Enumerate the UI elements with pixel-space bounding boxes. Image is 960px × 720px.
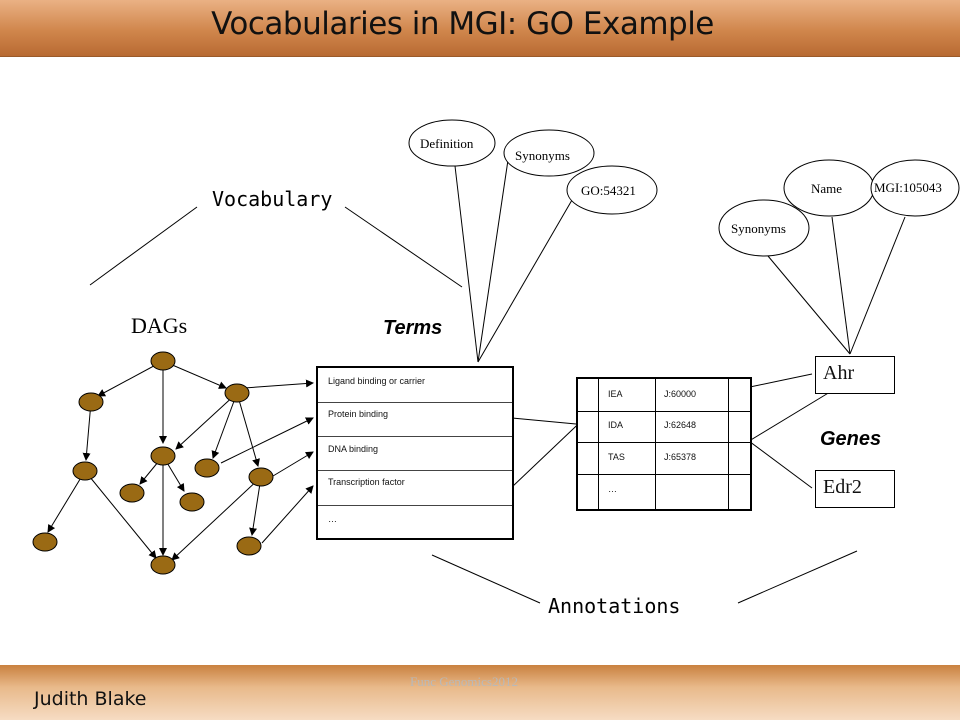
annotations-right-line [737, 550, 858, 604]
annotations-table: IEA J:60000 IDA J:62648 TAS J:65378 … [576, 377, 752, 511]
dag-node [248, 467, 274, 487]
dag-node [236, 536, 262, 556]
title-bar [0, 0, 960, 57]
attribute-bubbles [408, 119, 960, 257]
dag-node [194, 458, 220, 478]
dag-node [32, 532, 58, 552]
gene-box-edr2: Edr2 [815, 470, 895, 508]
annotations-label: Annotations [548, 594, 681, 618]
gene-label: Edr2 [823, 476, 862, 498]
term-row: Ligand binding or carrier [318, 368, 512, 403]
term-text: DNA binding [328, 444, 379, 454]
dag-node [72, 461, 98, 481]
gene-synonyms-bubble [718, 199, 810, 257]
ann-col-right [728, 379, 729, 509]
definition-bubble [408, 119, 496, 167]
term-synonyms-label: Synonyms [515, 148, 570, 163]
term-synonyms-bubble [503, 129, 595, 177]
genes-label: Genes [820, 428, 882, 450]
dag-nodes [32, 351, 274, 575]
ann-row-divider [578, 411, 750, 412]
ann-row-divider [578, 442, 750, 443]
go-id-label: GO:54321 [581, 183, 636, 198]
term-row: Protein binding [318, 403, 512, 437]
page-title: Vocabularies in MGI: GO Example [211, 6, 714, 42]
synonyms-line [477, 159, 509, 363]
evidence-code: IDA [608, 420, 624, 430]
vocabulary-left-line [89, 206, 198, 286]
reference-id: J:62648 [664, 420, 697, 430]
ann-col-mid [655, 379, 656, 509]
go-id-bubble [566, 165, 658, 215]
gene-synonyms-line [767, 255, 851, 355]
ann-col-left [578, 379, 599, 509]
dag-node [179, 492, 205, 512]
dags-label: DAGs [131, 313, 188, 338]
gene-mgi-bubble [870, 159, 960, 217]
dag-node [150, 351, 176, 371]
gene-box-ahr: Ahr [815, 356, 895, 394]
dag-node [150, 446, 176, 466]
terms-table: Ligand binding or carrier Protein bindin… [316, 366, 514, 540]
gene-mgi-label: MGI:105043 [874, 180, 942, 195]
evidence-code: TAS [608, 452, 625, 462]
annotations-left-line [431, 554, 541, 604]
term-text: Protein binding [328, 409, 389, 419]
gene-mgi-line [849, 216, 906, 355]
term-row: … [318, 506, 512, 536]
gene-name-label: Name [811, 181, 843, 196]
vocabulary-right-line [344, 206, 463, 288]
dag-node [150, 555, 176, 575]
evidence-code: … [608, 484, 617, 494]
author-name: Judith Blake [34, 688, 147, 710]
ann-row-divider [578, 474, 750, 475]
gene-name-line [831, 216, 851, 355]
evidence-code: IEA [608, 389, 623, 399]
gene-synonyms-label: Synonyms [731, 221, 786, 236]
term-row: Transcription factor [318, 471, 512, 506]
term-text: … [328, 514, 337, 524]
dag-node [224, 383, 250, 403]
protein-to-ida-line [511, 417, 577, 425]
term-text: Transcription factor [328, 477, 405, 487]
gene-label: Ahr [823, 362, 855, 384]
reference-id: J:60000 [664, 389, 697, 399]
term-row: DNA binding [318, 437, 512, 471]
dag-node [119, 483, 145, 503]
footer-bar [0, 665, 960, 720]
reference-id: J:65378 [664, 452, 697, 462]
definition-label: Definition [420, 136, 474, 151]
terms-label: Terms [383, 317, 443, 339]
dag-node [78, 392, 104, 412]
go-id-line [477, 199, 573, 363]
term-text: Ligand binding or carrier [328, 376, 426, 386]
footer-course: Func Genomics2012 [410, 674, 518, 689]
definition-line [454, 165, 479, 363]
dag-edges [47, 360, 314, 561]
vocabulary-label: Vocabulary [212, 187, 333, 211]
